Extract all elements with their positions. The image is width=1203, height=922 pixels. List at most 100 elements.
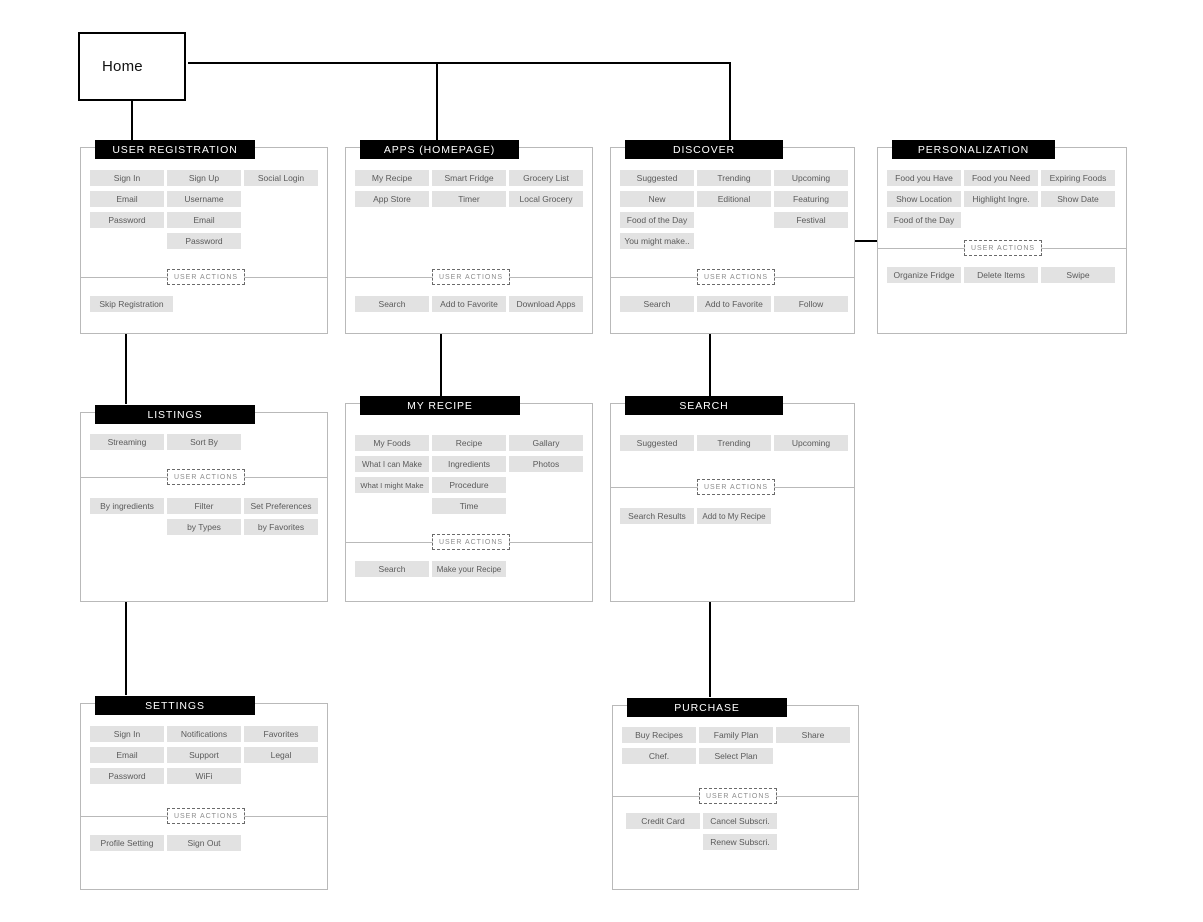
pill-profile-setting[interactable]: Profile Setting bbox=[90, 835, 164, 851]
pill-email[interactable]: Email bbox=[90, 747, 164, 763]
pill-password[interactable]: Password bbox=[90, 768, 164, 784]
pill-my-foods[interactable]: My Foods bbox=[355, 435, 429, 451]
pill-gallary[interactable]: Gallary bbox=[509, 435, 583, 451]
pill-editional[interactable]: Editional bbox=[697, 191, 771, 207]
user-actions-badge: USER ACTIONS bbox=[432, 269, 510, 285]
pill-by-types[interactable]: by Types bbox=[167, 519, 241, 535]
pill-search[interactable]: Search bbox=[620, 296, 694, 312]
pill-photos[interactable]: Photos bbox=[509, 456, 583, 472]
pill-festival[interactable]: Festival bbox=[774, 212, 848, 228]
pill-follow[interactable]: Follow bbox=[774, 296, 848, 312]
pill-recipe[interactable]: Recipe bbox=[432, 435, 506, 451]
pill-sign-out[interactable]: Sign Out bbox=[167, 835, 241, 851]
pill-timer[interactable]: Timer bbox=[432, 191, 506, 207]
pill-sort-by[interactable]: Sort By bbox=[167, 434, 241, 450]
pill-search[interactable]: Search bbox=[355, 561, 429, 577]
card-search: SEARCH Suggested Trending Upcoming USER … bbox=[610, 396, 855, 602]
pill-ingredients[interactable]: Ingredients bbox=[432, 456, 506, 472]
root-node-home[interactable]: Home bbox=[78, 32, 186, 101]
pill-by-ingredients[interactable]: By ingredients bbox=[90, 498, 164, 514]
pill-add-to-favorite[interactable]: Add to Favorite bbox=[432, 296, 506, 312]
pill-sign-in[interactable]: Sign In bbox=[90, 170, 164, 186]
pill-suggested[interactable]: Suggested bbox=[620, 170, 694, 186]
pill-password[interactable]: Password bbox=[90, 212, 164, 228]
pill-swipe[interactable]: Swipe bbox=[1041, 267, 1115, 283]
pill-sign-up[interactable]: Sign Up bbox=[167, 170, 241, 186]
pill-smart-fridge[interactable]: Smart Fridge bbox=[432, 170, 506, 186]
card-body-purchase: Buy Recipes Family Plan Share Chef. Sele… bbox=[613, 706, 858, 889]
pill-filter[interactable]: Filter bbox=[167, 498, 241, 514]
connector-home-to-user-registration bbox=[131, 101, 133, 147]
pill-search-results[interactable]: Search Results bbox=[620, 508, 694, 524]
pill-my-recipe[interactable]: My Recipe bbox=[355, 170, 429, 186]
pill-favorites[interactable]: Favorites bbox=[244, 726, 318, 742]
pill-by-favorites[interactable]: by Favorites bbox=[244, 519, 318, 535]
pill-expiring-foods[interactable]: Expiring Foods bbox=[1041, 170, 1115, 186]
pill-trending[interactable]: Trending bbox=[697, 435, 771, 451]
pill-social-login[interactable]: Social Login bbox=[244, 170, 318, 186]
pill-new[interactable]: New bbox=[620, 191, 694, 207]
pill-select-plan[interactable]: Select Plan bbox=[699, 748, 773, 764]
card-discover: DISCOVER Suggested Trending Upcoming New… bbox=[610, 140, 855, 334]
pill-time[interactable]: Time bbox=[432, 498, 506, 514]
user-actions-badge: USER ACTIONS bbox=[167, 269, 245, 285]
user-actions-badge: USER ACTIONS bbox=[964, 240, 1042, 256]
pill-support[interactable]: Support bbox=[167, 747, 241, 763]
pill-add-to-favorite[interactable]: Add to Favorite bbox=[697, 296, 771, 312]
pill-organize-fridge[interactable]: Organize Fridge bbox=[887, 267, 961, 283]
pill-upcoming[interactable]: Upcoming bbox=[774, 435, 848, 451]
card-user-registration: USER REGISTRATION Sign In Sign Up Social… bbox=[80, 140, 328, 334]
pill-add-to-my-recipe[interactable]: Add to My Recipe bbox=[697, 508, 771, 524]
user-actions-badge: USER ACTIONS bbox=[697, 269, 775, 285]
card-settings: SETTINGS Sign In Notifications Favorites… bbox=[80, 696, 328, 890]
pill-set-preferences[interactable]: Set Preferences bbox=[244, 498, 318, 514]
pill-credit-card[interactable]: Credit Card bbox=[626, 813, 700, 829]
pill-legal[interactable]: Legal bbox=[244, 747, 318, 763]
pill-password-2[interactable]: Password bbox=[167, 233, 241, 249]
pill-what-i-might-make[interactable]: What I might Make bbox=[355, 477, 429, 493]
pill-streaming[interactable]: Streaming bbox=[90, 434, 164, 450]
card-body-search: Suggested Trending Upcoming USER ACTIONS… bbox=[611, 404, 854, 601]
pill-app-store[interactable]: App Store bbox=[355, 191, 429, 207]
pill-username[interactable]: Username bbox=[167, 191, 241, 207]
pill-family-plan[interactable]: Family Plan bbox=[699, 727, 773, 743]
pill-search[interactable]: Search bbox=[355, 296, 429, 312]
pill-chef[interactable]: Chef. bbox=[622, 748, 696, 764]
connector-discover-to-search bbox=[709, 334, 711, 404]
pill-buy-recipes[interactable]: Buy Recipes bbox=[622, 727, 696, 743]
pill-trending[interactable]: Trending bbox=[697, 170, 771, 186]
pill-skip-registration[interactable]: Skip Registration bbox=[90, 296, 173, 312]
card-title-search: SEARCH bbox=[625, 396, 783, 415]
pill-cancel-subscription[interactable]: Cancel Subscri. bbox=[703, 813, 777, 829]
pill-featuring[interactable]: Featuring bbox=[774, 191, 848, 207]
pill-show-date[interactable]: Show Date bbox=[1041, 191, 1115, 207]
pill-procedure[interactable]: Procedure bbox=[432, 477, 506, 493]
pill-highlight-ingredients[interactable]: Highlight Ingre. bbox=[964, 191, 1038, 207]
pill-share[interactable]: Share bbox=[776, 727, 850, 743]
pill-what-i-can-make[interactable]: What I can Make bbox=[355, 456, 429, 472]
card-body-discover: Suggested Trending Upcoming New Editiona… bbox=[611, 148, 854, 333]
connector-user-registration-to-listings bbox=[125, 334, 127, 404]
pill-grocery-list[interactable]: Grocery List bbox=[509, 170, 583, 186]
pill-email-2[interactable]: Email bbox=[167, 212, 241, 228]
pill-show-location[interactable]: Show Location bbox=[887, 191, 961, 207]
root-node-label: Home bbox=[102, 58, 143, 75]
card-title-apps-homepage: APPS (HOMEPAGE) bbox=[360, 140, 519, 159]
pill-sign-in[interactable]: Sign In bbox=[90, 726, 164, 742]
pill-you-might-make[interactable]: You might make.. bbox=[620, 233, 694, 249]
pill-delete-items[interactable]: Delete Items bbox=[964, 267, 1038, 283]
pill-food-of-the-day[interactable]: Food of the Day bbox=[620, 212, 694, 228]
pill-wifi[interactable]: WiFi bbox=[167, 768, 241, 784]
pill-make-your-recipe[interactable]: Make your Recipe bbox=[432, 561, 506, 577]
pill-renew-subscription[interactable]: Renew Subscri. bbox=[703, 834, 777, 850]
pill-food-of-the-day[interactable]: Food of the Day bbox=[887, 212, 961, 228]
pill-email[interactable]: Email bbox=[90, 191, 164, 207]
pill-suggested[interactable]: Suggested bbox=[620, 435, 694, 451]
connector-trunk-to-discover bbox=[729, 62, 731, 147]
pill-food-you-need[interactable]: Food you Need bbox=[964, 170, 1038, 186]
pill-download-apps[interactable]: Download Apps bbox=[509, 296, 583, 312]
pill-upcoming[interactable]: Upcoming bbox=[774, 170, 848, 186]
pill-local-grocery[interactable]: Local Grocery bbox=[509, 191, 583, 207]
pill-notifications[interactable]: Notifications bbox=[167, 726, 241, 742]
pill-food-you-have[interactable]: Food you Have bbox=[887, 170, 961, 186]
